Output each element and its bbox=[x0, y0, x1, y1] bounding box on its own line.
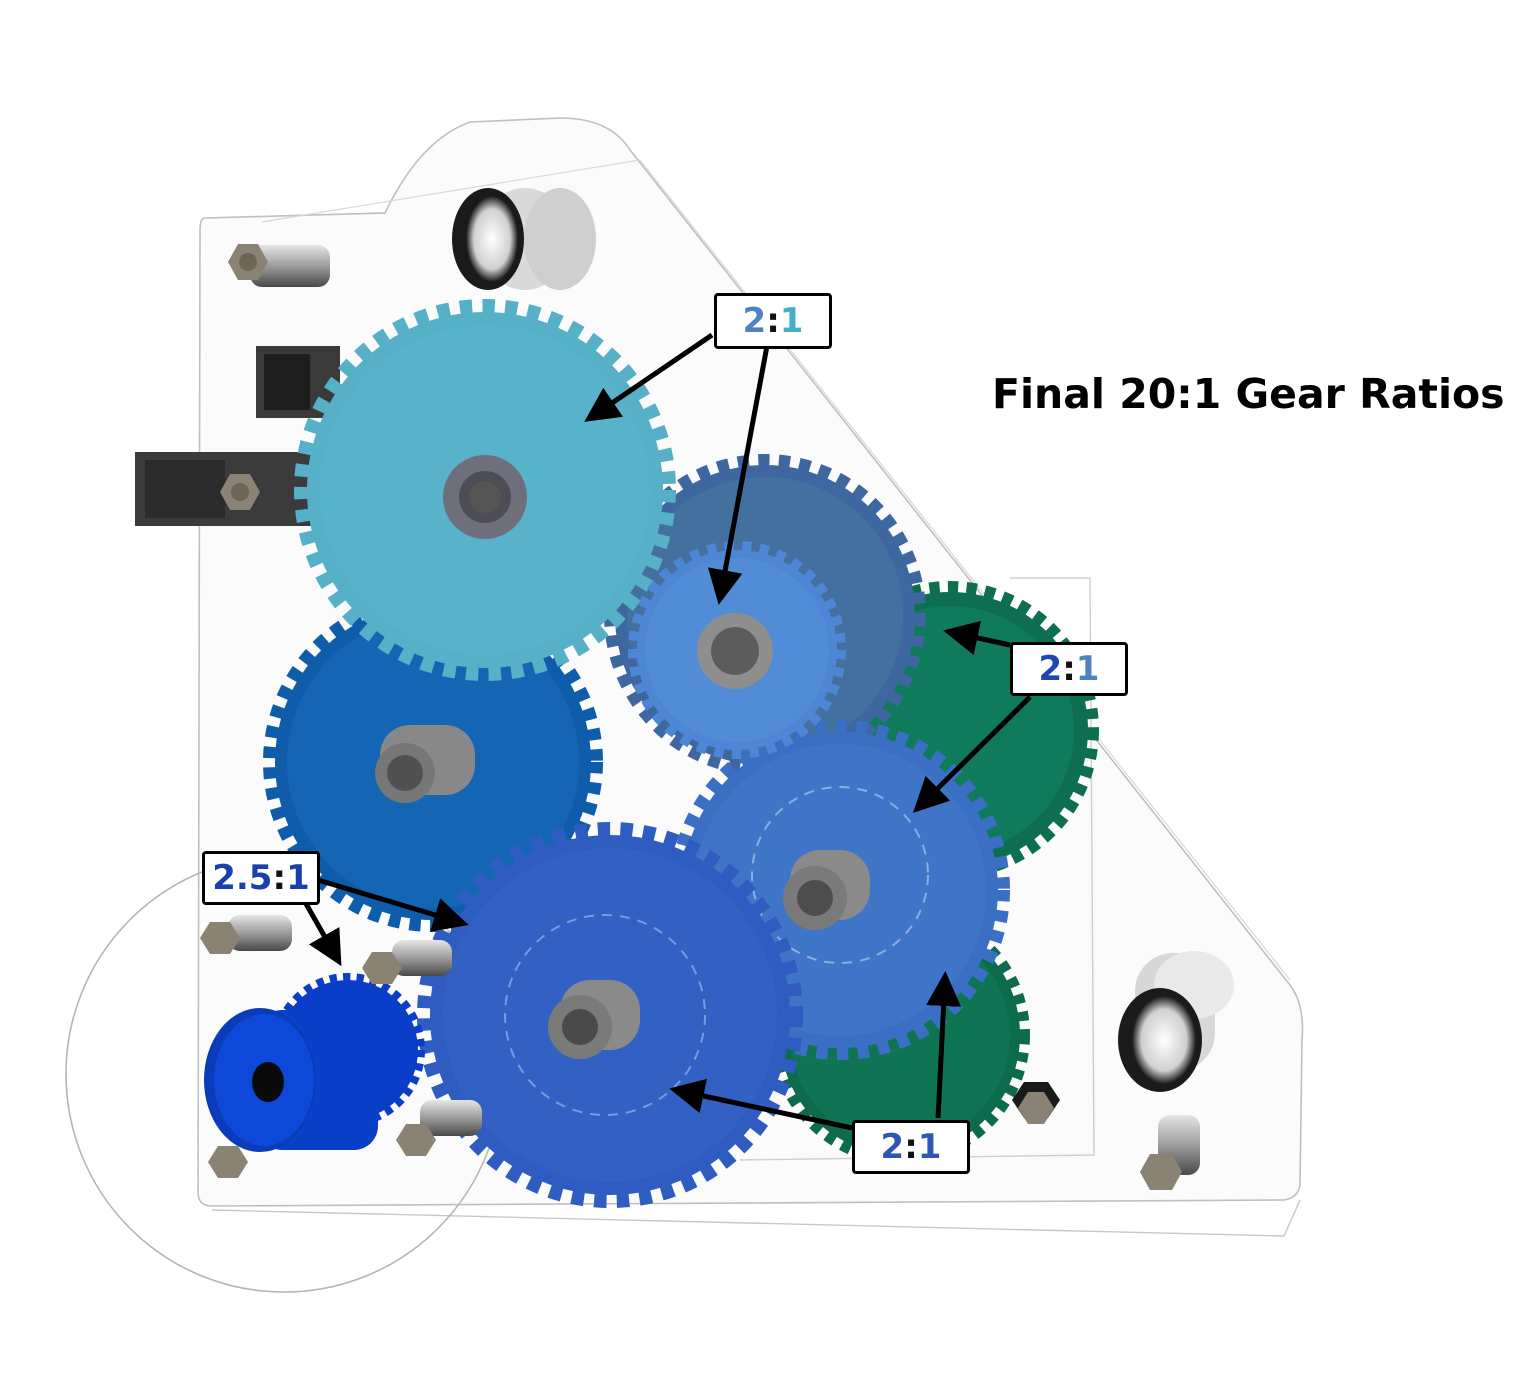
arrow-top-to-light-blue-gear bbox=[707, 345, 770, 605]
ratio-colon: : bbox=[272, 858, 287, 898]
ratio-right: 1 bbox=[917, 1127, 942, 1167]
ratio-left: 2 bbox=[742, 301, 767, 341]
bushing-top bbox=[452, 188, 596, 290]
ratio-label-right: 2:1 bbox=[1010, 642, 1128, 696]
shaft-hub-cyan bbox=[443, 455, 527, 539]
arrow-bottom-right-to-royal-gear bbox=[669, 1078, 853, 1131]
shaft-hub-dark-blue bbox=[375, 725, 475, 803]
ratio-left: 2 bbox=[1038, 649, 1063, 689]
standoff-bottom-right-1 bbox=[1012, 1082, 1060, 1124]
ratio-right: 1 bbox=[779, 301, 804, 341]
standoff-bottom-left-2 bbox=[362, 940, 452, 984]
standoff-bottom-2 bbox=[208, 1146, 248, 1178]
motor-coupler bbox=[204, 1008, 378, 1152]
ratio-label-top: 2:1 bbox=[714, 293, 832, 349]
arrow-bottom-right-to-green-gear bbox=[926, 971, 962, 1119]
ratio-colon: : bbox=[1062, 649, 1076, 689]
shaft-hub-royal-blue bbox=[548, 980, 640, 1059]
ratio-right: 1 bbox=[1075, 649, 1100, 689]
arrow-bottom-left-to-royal-gear bbox=[317, 877, 469, 932]
arrow-right-to-green-gear bbox=[943, 620, 1011, 656]
arrow-right-to-medium-blue-gear bbox=[913, 695, 1032, 813]
arrow-bottom-left-to-pinion bbox=[302, 900, 342, 967]
ratio-colon: : bbox=[766, 301, 780, 341]
standoff-bottom-1 bbox=[396, 1100, 482, 1156]
ratio-right: 1 bbox=[286, 858, 310, 898]
mount-bracket-lower bbox=[135, 452, 315, 526]
diagram-title: Final 20:1 Gear Ratios bbox=[992, 370, 1505, 418]
shaft-hub-light-blue bbox=[697, 613, 773, 689]
standoff-top-left bbox=[228, 244, 330, 287]
standoff-left-middle bbox=[220, 474, 260, 510]
annotation-arrows bbox=[302, 332, 1032, 1131]
ratio-colon: : bbox=[904, 1127, 918, 1167]
bushing-bottom-right bbox=[1118, 951, 1234, 1092]
arrow-top-to-cyan-gear bbox=[584, 332, 714, 422]
ratio-label-bottom-left: 2.5:1 bbox=[202, 851, 320, 905]
standoff-bottom-right-2 bbox=[1140, 1115, 1200, 1190]
shaft-hub-medium-blue bbox=[783, 850, 870, 930]
standoff-bottom-left-1 bbox=[200, 915, 292, 954]
ratio-left: 2.5 bbox=[212, 858, 273, 898]
ratio-left: 2 bbox=[880, 1127, 905, 1167]
ratio-label-bottom-right: 2:1 bbox=[852, 1120, 970, 1174]
